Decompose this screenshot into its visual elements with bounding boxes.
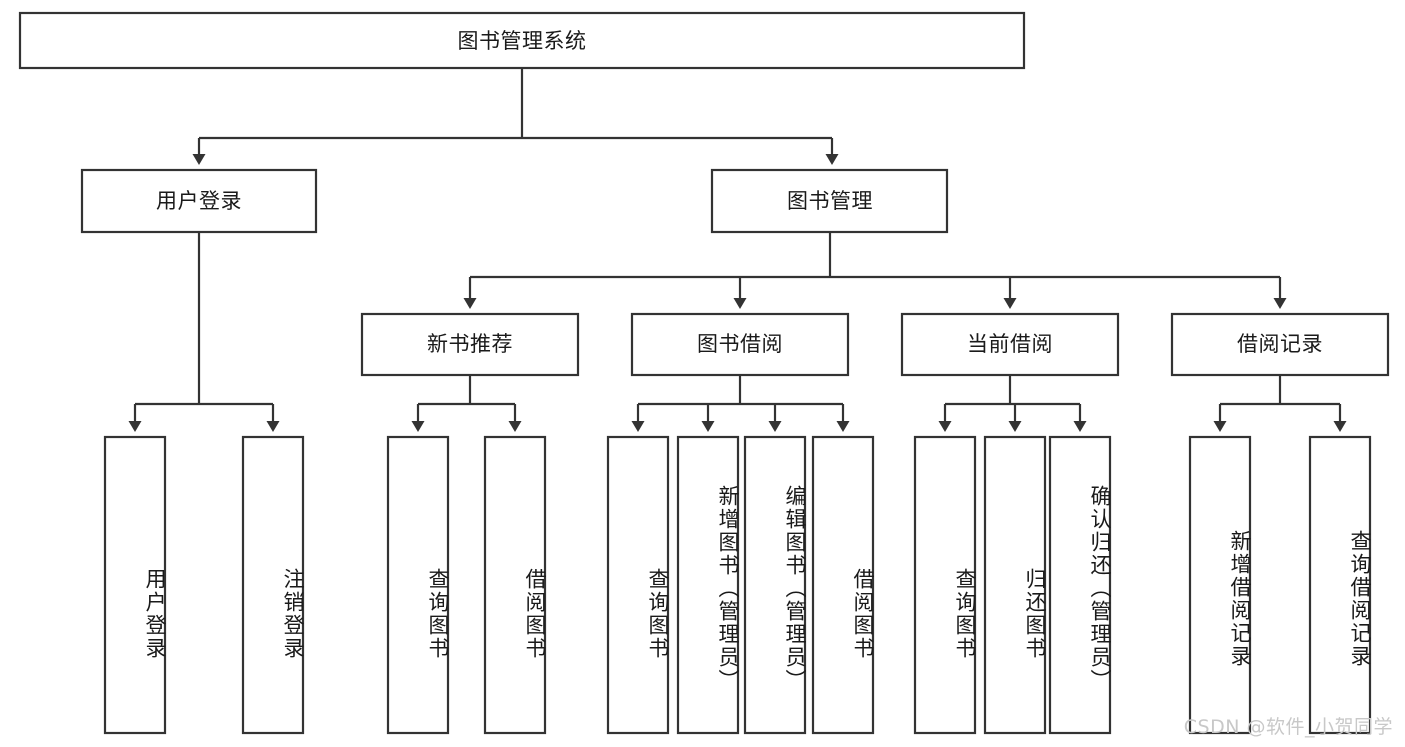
node-current-borrow-label: 当前借阅 <box>967 332 1053 356</box>
node-book-borrow[interactable]: 图书借阅 <box>630 312 850 377</box>
leaf-box-add-book-admin[interactable] <box>676 435 740 735</box>
leaf-box-query-book-borrow[interactable] <box>606 435 670 735</box>
leaf-box-user-login[interactable] <box>103 435 167 735</box>
csdn-watermark: CSDN @软件_小贺同学 <box>1183 716 1393 738</box>
node-user-login-label: 用户登录 <box>156 189 242 213</box>
node-book-management-label: 图书管理 <box>787 189 873 213</box>
leaf-box-query-borrow-record[interactable] <box>1308 435 1372 735</box>
leaf-box-edit-book-admin[interactable] <box>743 435 807 735</box>
leaf-box-borrow-book[interactable] <box>811 435 875 735</box>
connector-borrow-record-children <box>1213 375 1347 432</box>
leaf-box-return-book[interactable] <box>983 435 1047 735</box>
leaf-box-add-borrow-record[interactable] <box>1188 435 1252 735</box>
node-book-borrow-label: 图书借阅 <box>697 332 783 356</box>
node-book-management[interactable]: 图书管理 <box>710 168 949 234</box>
node-current-borrow[interactable]: 当前借阅 <box>900 312 1120 377</box>
node-user-login[interactable]: 用户登录 <box>80 168 318 234</box>
connector-book-borrow-children <box>631 375 850 432</box>
leaf-box-borrow-book-recommend[interactable] <box>483 435 547 735</box>
node-borrow-record[interactable]: 借阅记录 <box>1170 312 1390 377</box>
connector-root-trunk <box>192 68 839 165</box>
leaf-box-logout[interactable] <box>241 435 305 735</box>
connector-current-borrow-children <box>938 375 1087 432</box>
node-root[interactable]: 图书管理系统 <box>18 11 1026 70</box>
leaf-box-confirm-return-admin[interactable] <box>1048 435 1112 735</box>
leaf-box-query-book-recommend[interactable] <box>386 435 450 735</box>
connector-new-book-recommend-children <box>411 375 522 432</box>
connector-book-management-children <box>463 232 1287 309</box>
node-new-book-recommend[interactable]: 新书推荐 <box>360 312 580 377</box>
node-root-label: 图书管理系统 <box>458 29 587 53</box>
node-new-book-recommend-label: 新书推荐 <box>427 332 513 356</box>
node-borrow-record-label: 借阅记录 <box>1237 332 1323 356</box>
leaf-box-query-book-current[interactable] <box>913 435 977 735</box>
connector-user-login-children <box>128 232 280 432</box>
